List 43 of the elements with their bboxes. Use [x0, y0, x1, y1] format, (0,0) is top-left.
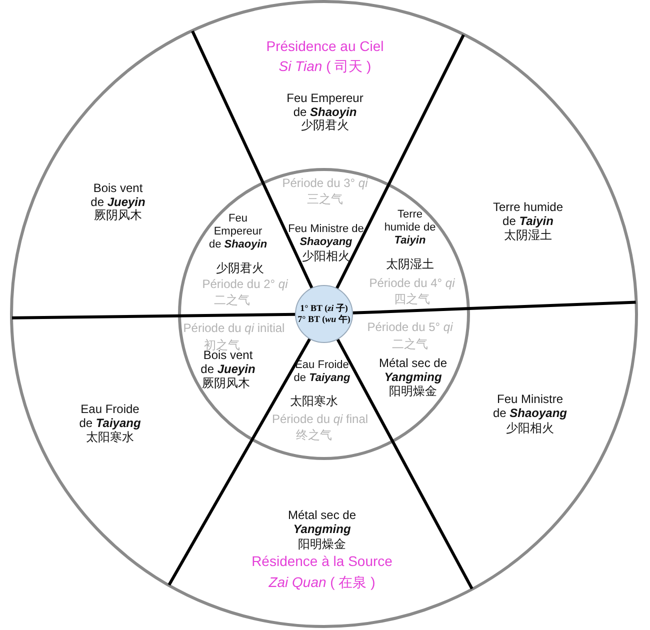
- sector-label: Métal sec de Yangming: [378, 356, 448, 384]
- heading: Résidence à la Source: [250, 553, 394, 569]
- period-label: Période du 3° qi: [281, 176, 369, 190]
- period-label: 终之气: [295, 428, 333, 442]
- sector-label: 少阴君火: [300, 118, 349, 132]
- sector-label: 太阴湿土: [503, 228, 553, 242]
- period-label: Période du qi final: [270, 412, 370, 426]
- period-label: Période du 5° qi: [366, 320, 454, 334]
- period-label: 四之气: [393, 292, 431, 306]
- sector-label: 厥阴风木: [93, 208, 142, 222]
- sector-label: 阳明燥金: [297, 537, 347, 551]
- inner-circle: [178, 168, 470, 460]
- period-label: 三之气: [306, 192, 344, 206]
- sector-label: 少阳相火: [301, 249, 351, 263]
- sector-label: 少阳相火: [505, 421, 555, 435]
- period-label: 二之气: [213, 293, 251, 307]
- heading: Zai Quan ( 在泉 ): [268, 574, 376, 590]
- sector-label: Terre humide de Taiyin: [384, 208, 436, 248]
- heading: Présidence au Ciel: [265, 38, 385, 54]
- outer-circle: [10, 0, 638, 628]
- center-label: 7° BT (wu 午): [298, 314, 350, 324]
- sector-label: Eau Froide de Taiyang: [78, 402, 142, 430]
- center-label: 1° BT (zi 子): [300, 303, 348, 313]
- sector-label: 少阴君火: [215, 261, 265, 275]
- sector-label: 阳明燥金: [388, 384, 438, 398]
- sector-label: 太阳寒水: [289, 394, 339, 408]
- sector-label: Feu Empereur de Shaoyin: [286, 91, 364, 119]
- period-label: 二之气: [391, 337, 429, 351]
- sector-label: Métal sec de Yangming: [287, 508, 357, 536]
- sector-label: 太阳寒水: [85, 430, 135, 444]
- period-label: 初之气: [203, 338, 240, 352]
- period-label: Période du qi initial: [182, 321, 286, 335]
- sector-label: Feu Empereur de Shaoyin: [208, 212, 268, 252]
- sector-label: Eau Froide de Taiyang: [293, 359, 351, 385]
- sector-label: Feu Ministre de Shaoyang: [492, 392, 568, 420]
- period-label: Période du 4° qi: [368, 276, 456, 290]
- sector-label: Bois vent de Jueyin: [90, 181, 146, 209]
- heading: Si Tian ( 司天 ): [278, 58, 372, 74]
- sector-label: Terre humide de Taiyin: [492, 200, 564, 228]
- sector-label: 厥阴风木: [201, 376, 251, 390]
- sector-label: Feu Ministre de Shaoyang: [287, 223, 365, 249]
- period-label: Période du 2° qi: [201, 277, 289, 291]
- sector-label: 太阴湿土: [385, 257, 435, 271]
